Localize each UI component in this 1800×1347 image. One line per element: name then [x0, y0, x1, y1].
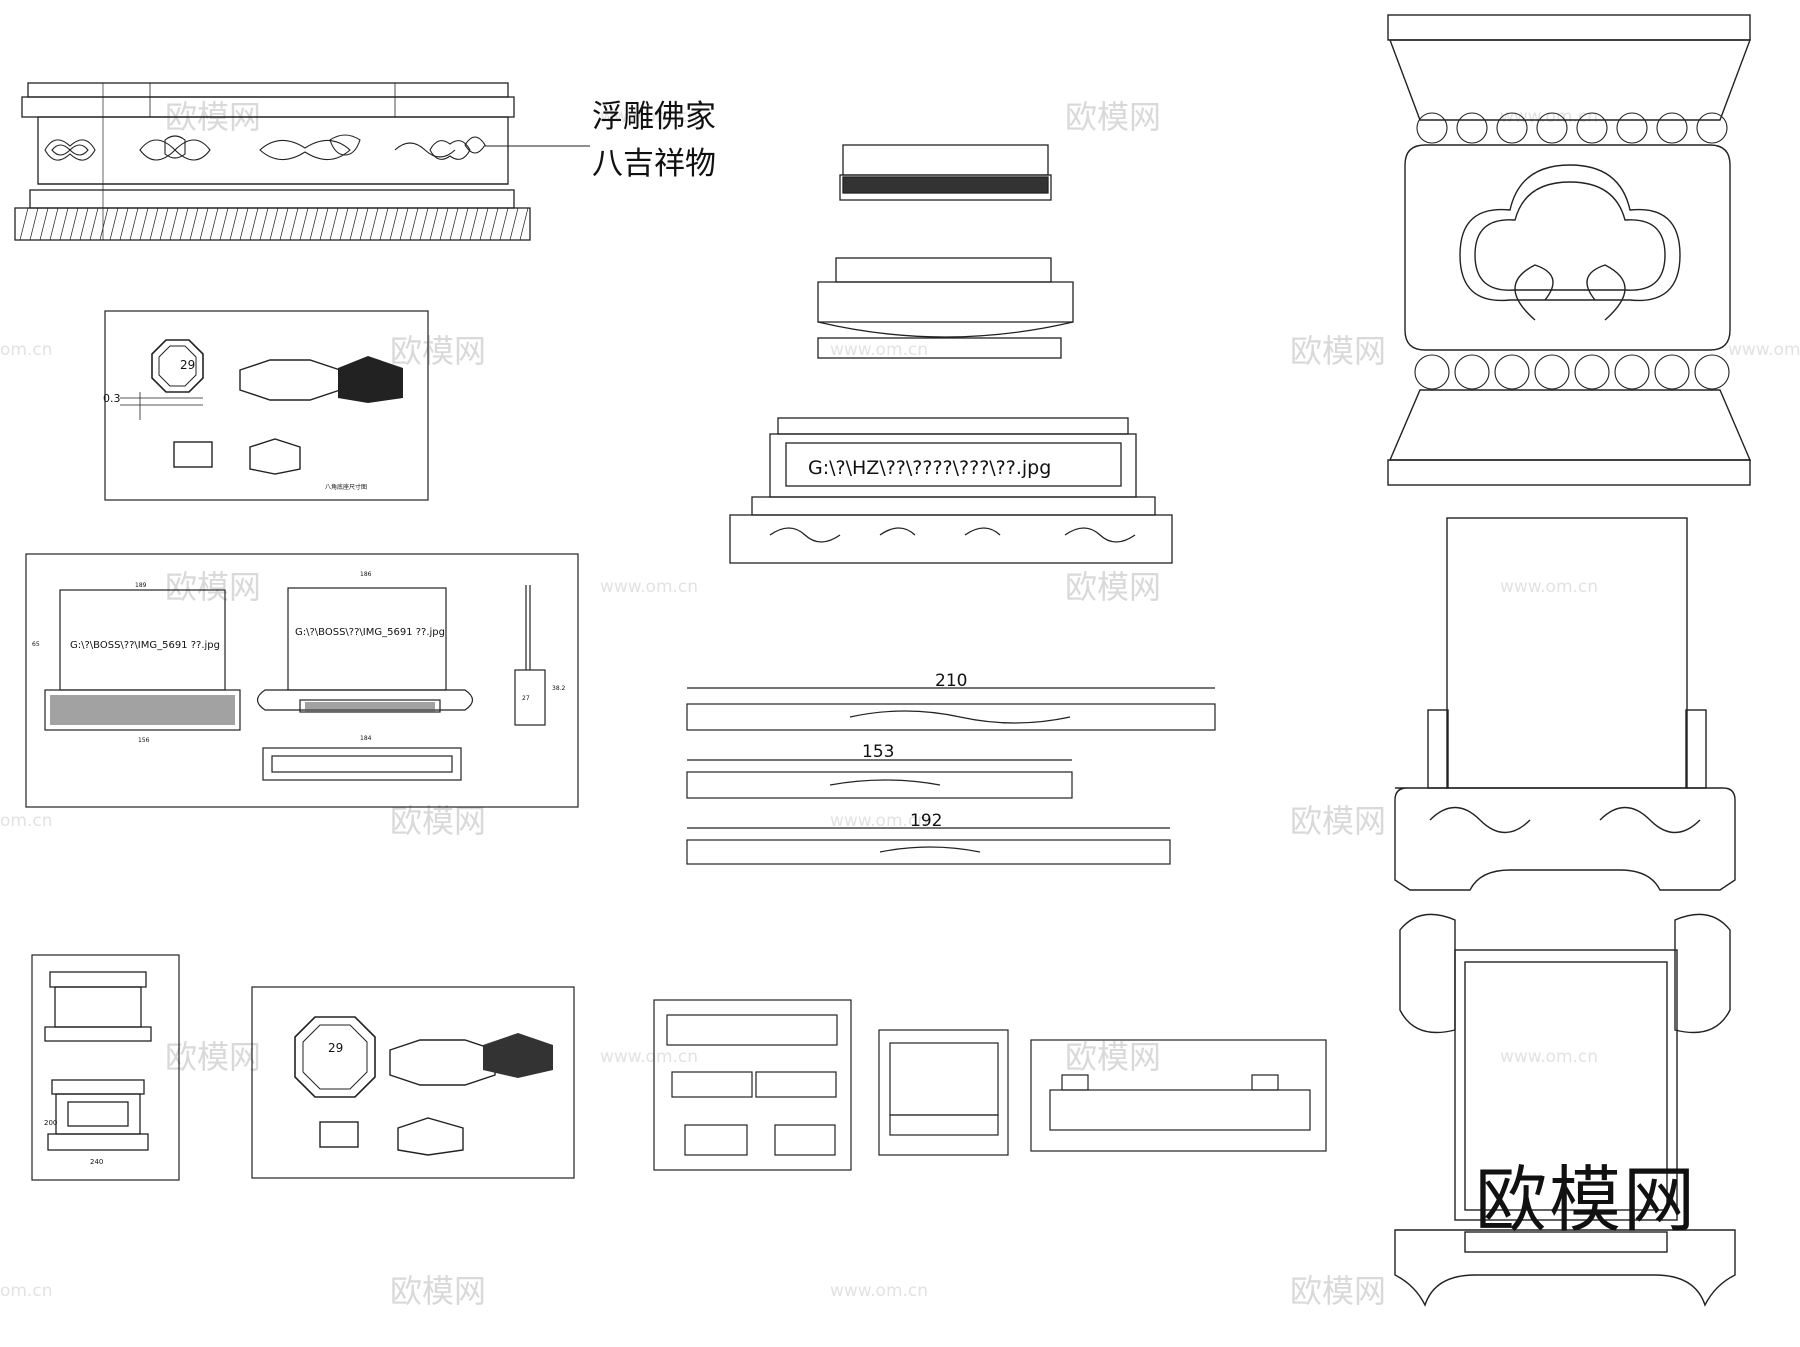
- big-watermark: 欧模网: [1475, 1158, 1697, 1242]
- long-base-sheet: [1030, 1039, 1327, 1152]
- dim-bottom-right: 184: [360, 735, 372, 742]
- watermark-site: www.om.cn: [600, 107, 698, 127]
- watermark-site: om.cn: [0, 340, 53, 360]
- watermark-site: www.om.cn: [600, 1047, 698, 1067]
- watermark-brand: 欧模网: [165, 568, 261, 606]
- watermark-brand: 欧模网: [390, 1272, 486, 1310]
- watermark-brand: 欧模网: [390, 802, 486, 840]
- ornate-frame: [1394, 913, 1736, 1307]
- watermark-brand: 欧模网: [1065, 98, 1161, 136]
- watermark-brand: 欧模网: [1065, 568, 1161, 606]
- plaque-base: [729, 417, 1173, 564]
- dim-side-w: 27: [522, 695, 530, 702]
- watermark-brand: 欧模网: [1290, 1272, 1386, 1310]
- watermark-site: om.cn: [0, 811, 53, 831]
- dim-bottom-left: 156: [138, 737, 150, 744]
- octagon-sheet-caption: 八角底座尺寸图: [325, 483, 367, 491]
- lotus-step-base: [817, 257, 1074, 359]
- rail-dim-153: 153: [862, 742, 894, 762]
- octagon-base-sheet: 29 0.3 八角底座尺寸图: [103, 310, 429, 501]
- octagon-dim: 29: [180, 358, 195, 372]
- annotation-line-2: 八吉祥物: [592, 146, 716, 182]
- watermark-site: www.om.cn: [830, 340, 928, 360]
- screen-panel-sheet: G:\?\BOSS\??\IMG_5691 ??.jpg G:\?\BOSS\?…: [25, 553, 579, 808]
- lotus-pillar: [1387, 14, 1752, 486]
- screen-path-left: G:\?\BOSS\??\IMG_5691 ??.jpg: [70, 640, 220, 651]
- small-base-dim-w: 240: [90, 1158, 103, 1166]
- screen-path-right: G:\?\BOSS\??\IMG_5691 ??.jpg: [295, 627, 445, 638]
- watermark-site: www.om.cn: [1728, 340, 1800, 360]
- watermark-brand: 欧模网: [390, 332, 486, 370]
- dim-top-right: 186: [360, 571, 372, 578]
- rail-153: [686, 759, 1073, 799]
- dim-side-v: 38.2: [552, 685, 566, 692]
- cloud-cornice-small: [839, 144, 1052, 201]
- dim-top-left: 189: [135, 582, 147, 589]
- cabinet-sheet: [878, 1029, 1009, 1156]
- rail-192: [686, 827, 1171, 865]
- relief-base-elevation: [14, 82, 590, 241]
- watermark-brand: 欧模网: [1290, 802, 1386, 840]
- watermark-site: om.cn: [0, 1281, 53, 1301]
- watermark-brand: 欧模网: [1065, 1038, 1161, 1076]
- dim-left-v: 65: [32, 641, 40, 648]
- carved-panels-sheet: [653, 999, 852, 1171]
- annotation-line-1: 浮雕佛家: [592, 99, 716, 135]
- table-screen: [1394, 517, 1736, 891]
- small-base-sheet: 200 240: [31, 954, 180, 1181]
- octagon-dim-left: 0.3: [103, 392, 121, 405]
- watermark-layer: 欧模网 www.om.cn 欧模网 www.om.cn om.cn 欧模网 ww…: [0, 98, 1800, 1310]
- watermark-site: www.om.cn: [600, 577, 698, 597]
- auspicious-symbols: [44, 134, 486, 161]
- small-base-dim-h: 200: [44, 1119, 57, 1127]
- watermark-site: www.om.cn: [1500, 577, 1598, 597]
- watermark-site: www.om.cn: [830, 1281, 928, 1301]
- rail-210: [686, 687, 1216, 731]
- watermark-site: www.om.cn: [1500, 107, 1598, 127]
- watermark-brand: 欧模网: [165, 1038, 261, 1076]
- rail-dim-192: 192: [910, 811, 942, 831]
- watermark-brand: 欧模网: [1290, 332, 1386, 370]
- rail-dim-210: 210: [935, 671, 967, 691]
- center-plaque-path: G:\?\HZ\??\????\???\??.jpg: [808, 457, 1051, 479]
- octagon-dim-2: 29: [328, 1041, 343, 1055]
- octagon-base-sheet-2: 29: [251, 986, 575, 1179]
- watermark-site: www.om.cn: [830, 811, 928, 831]
- watermark-site: www.om.cn: [1500, 1047, 1598, 1067]
